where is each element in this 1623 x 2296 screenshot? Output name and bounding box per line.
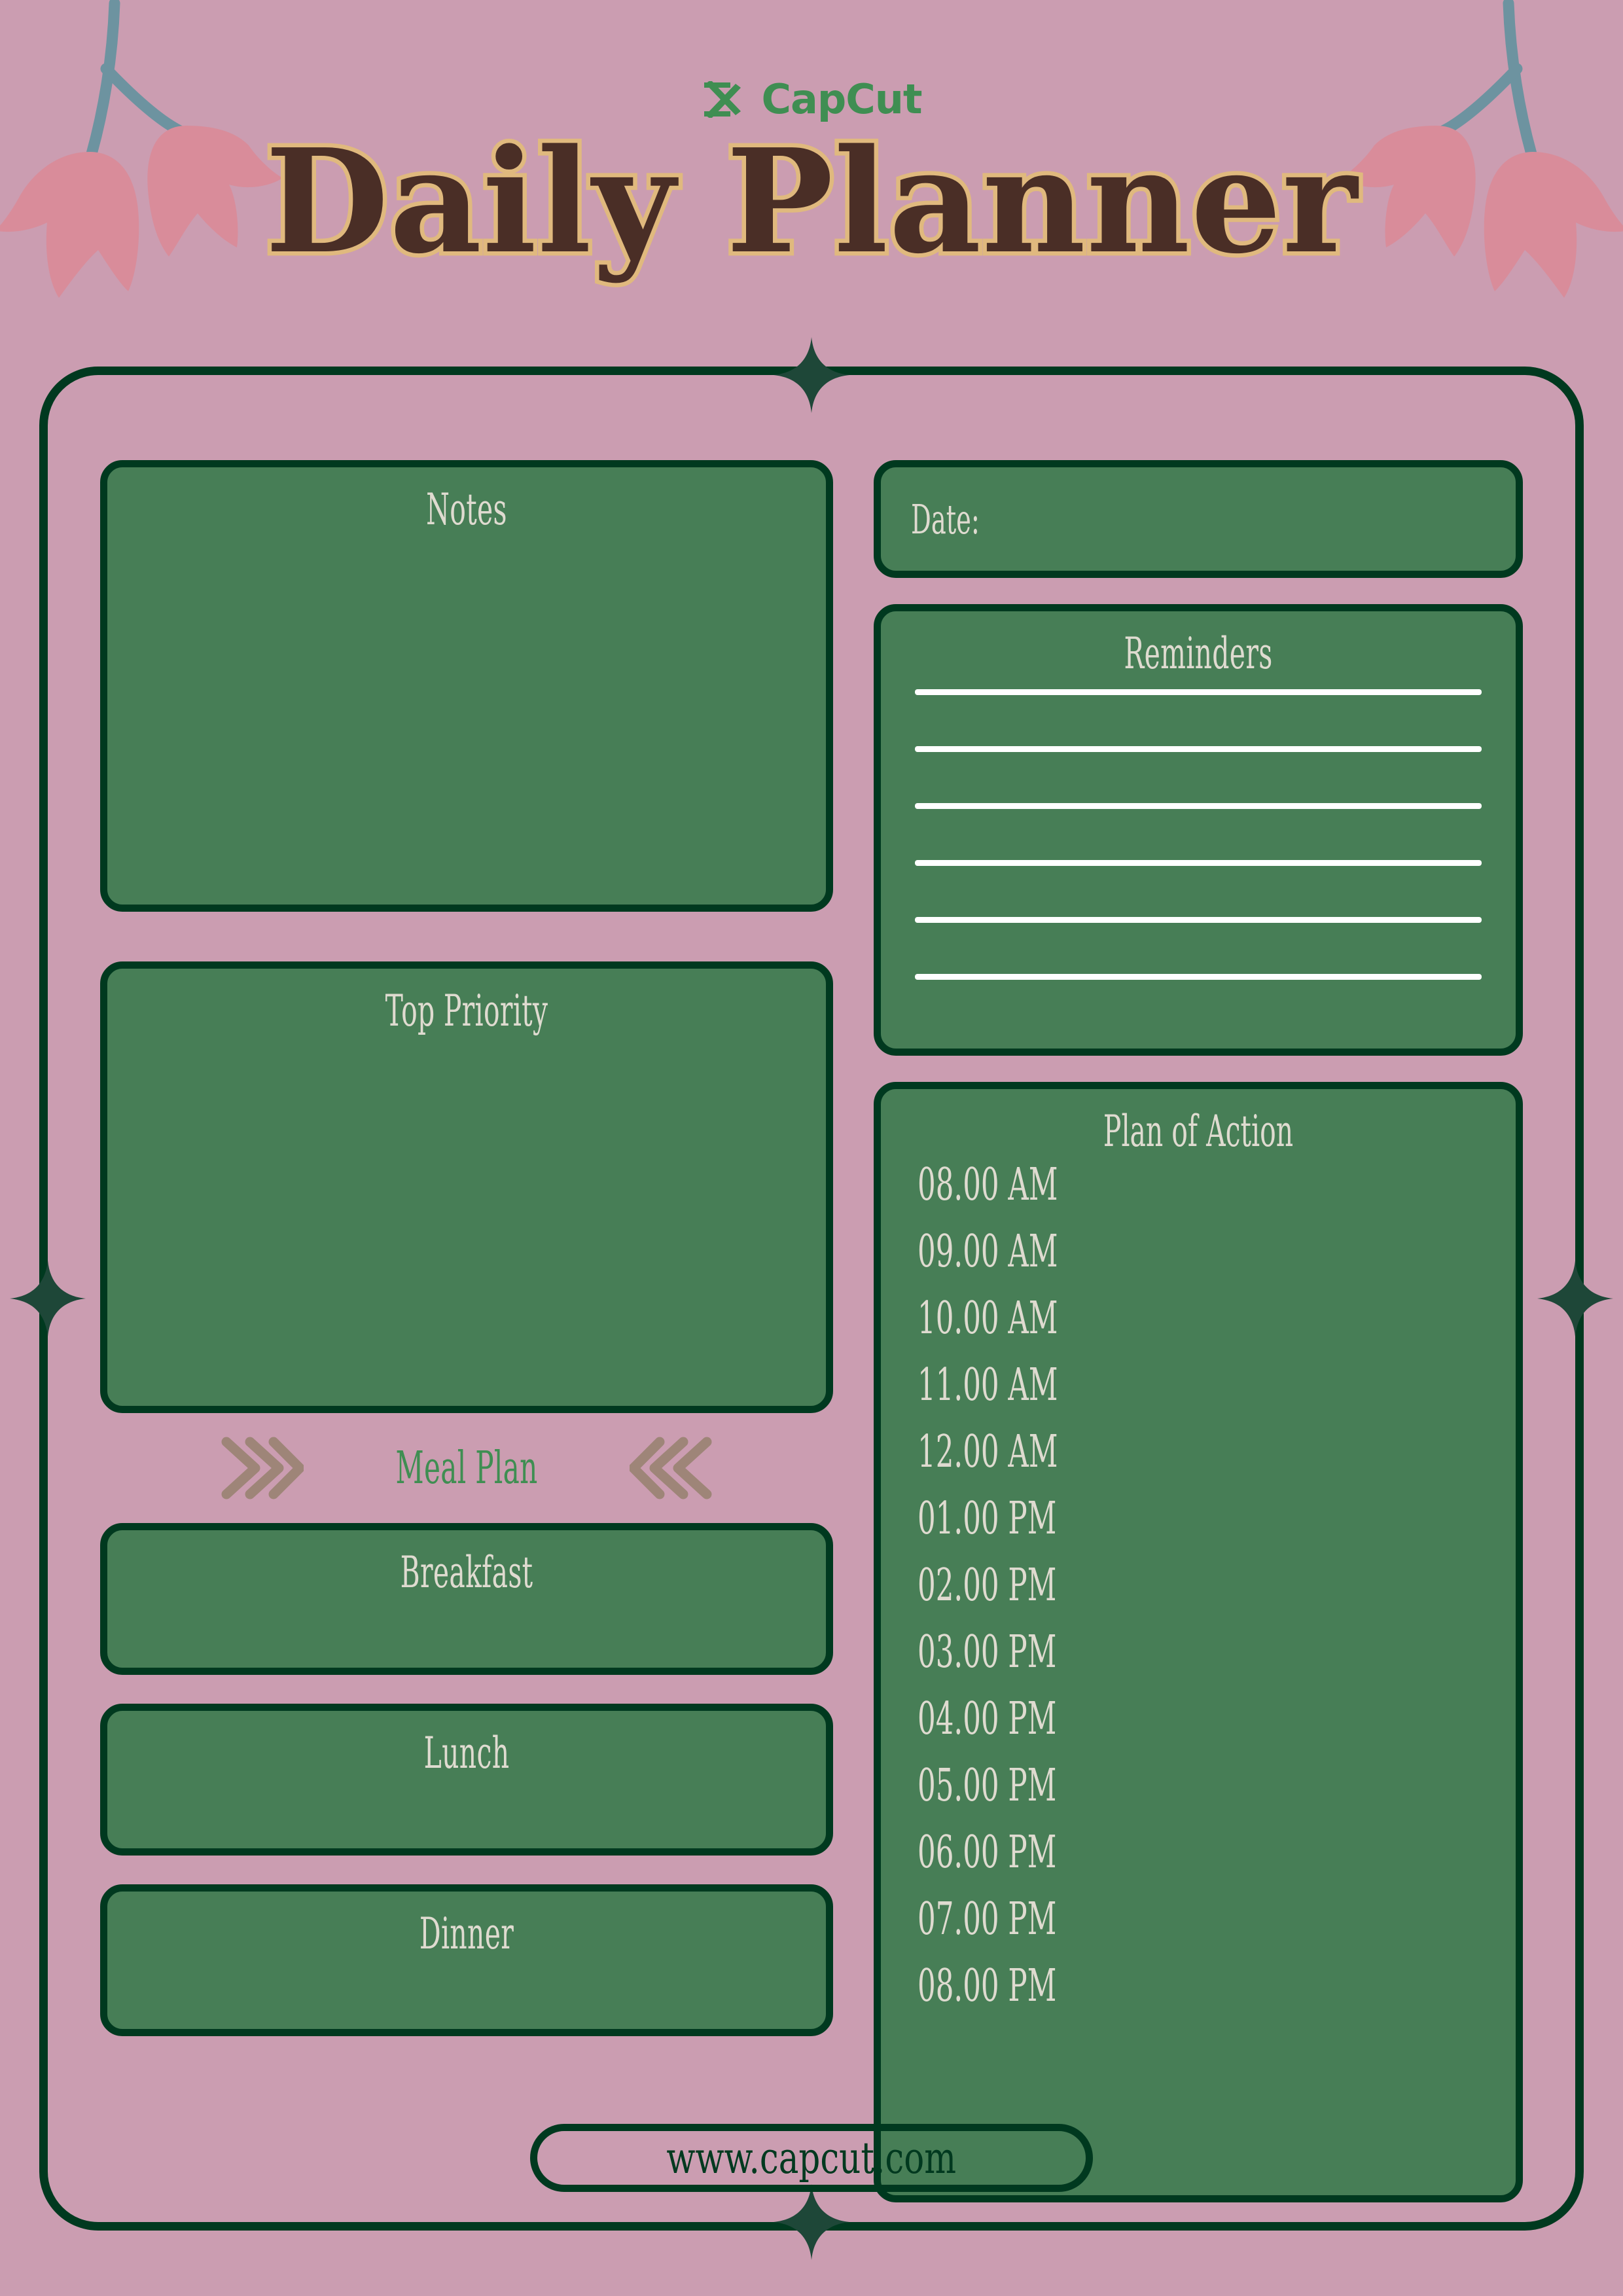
left-column: Notes Top Priority Meal Plan [100,460,833,2202]
four-point-sparkle-icon [10,1261,86,1336]
time-slot[interactable]: 08.00 AM [918,1159,1058,1211]
four-point-sparkle-icon [1537,1261,1613,1336]
top-priority-label: Top Priority [385,986,548,1036]
notes-card[interactable]: Notes [100,460,833,912]
top-priority-card[interactable]: Top Priority [100,961,833,1413]
tulip-flower-icon [1340,0,1623,298]
triple-chevron-right-icon [221,1437,304,1499]
reminder-line[interactable] [915,689,1482,695]
planner-frame: Notes Top Priority Meal Plan [10,337,1613,2260]
time-slot[interactable]: 11.00 AM [918,1359,1058,1411]
date-label: Date: [911,495,980,543]
time-slot[interactable]: 10.00 AM [918,1293,1058,1344]
reminders-label: Reminders [1124,628,1273,679]
right-column: Date: Reminders Plan of Action 08.00 AM … [874,460,1523,2202]
website-url: www.capcut.com [666,2132,957,2183]
capcut-brand: CapCut [702,75,923,123]
reminder-line[interactable] [915,917,1482,923]
date-field[interactable]: Date: [874,460,1523,578]
capcut-logo-icon [704,81,741,118]
meal-plan-header: Meal Plan [100,1413,833,1523]
brand-name: CapCut [761,75,923,123]
meal-label: Breakfast [400,1547,533,1598]
website-footer-pill[interactable]: www.capcut.com [530,2124,1093,2192]
reminder-lines [915,689,1482,980]
triple-chevron-left-icon [630,1437,712,1499]
time-slot[interactable]: 06.00 PM [918,1827,1057,1878]
meal-label: Dinner [419,1909,514,1959]
time-slot[interactable]: 03.00 PM [918,1626,1057,1678]
meal-card-lunch[interactable]: Lunch [100,1704,833,1856]
meal-label: Lunch [423,1728,510,1778]
notes-label: Notes [426,484,507,535]
reminders-card[interactable]: Reminders [874,604,1523,1056]
page-header: CapCut Daily Planner [0,0,1623,340]
meal-card-breakfast[interactable]: Breakfast [100,1523,833,1675]
time-slot[interactable]: 05.00 PM [918,1760,1057,1812]
four-point-sparkle-icon [774,337,849,413]
reminder-line[interactable] [915,746,1482,752]
reminder-line[interactable] [915,860,1482,866]
plan-of-action-card[interactable]: Plan of Action 08.00 AM 09.00 AM 10.00 A… [874,1082,1523,2202]
planner-content: Notes Top Priority Meal Plan [100,460,1523,2202]
time-slot[interactable]: 08.00 PM [918,1960,1057,2012]
time-slot[interactable]: 07.00 PM [918,1893,1057,1945]
meal-plan-label: Meal Plan [395,1442,538,1494]
reminder-line[interactable] [915,974,1482,980]
time-slot[interactable]: 04.00 PM [918,1693,1057,1745]
page-title: Daily Planner [260,118,1361,285]
plan-of-action-label: Plan of Action [1103,1106,1294,1157]
meal-card-dinner[interactable]: Dinner [100,1884,833,2036]
time-slot[interactable]: 12.00 AM [918,1426,1058,1478]
time-slot[interactable]: 09.00 AM [918,1226,1058,1278]
time-slot[interactable]: 02.00 PM [918,1560,1057,1611]
tulip-flower-icon [0,0,283,298]
time-slot-list: 08.00 AM 09.00 AM 10.00 AM 11.00 AM 12.0… [918,1163,1516,2009]
time-slot[interactable]: 01.00 PM [918,1493,1057,1545]
reminder-line[interactable] [915,803,1482,809]
